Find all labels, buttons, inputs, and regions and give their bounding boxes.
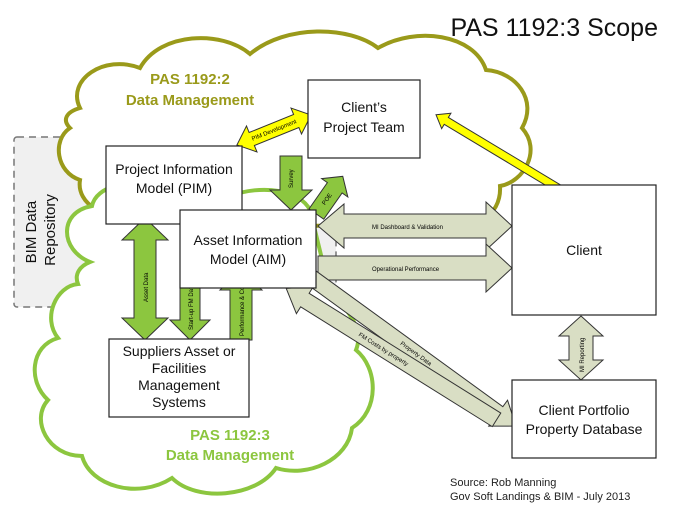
survey-arrow: Survey (268, 155, 314, 211)
pas-1192-2-subtitle: Data Management (126, 92, 254, 109)
pim-box-line1: Project Information (115, 161, 233, 177)
suppliers-line1: Suppliers Asset or (123, 343, 236, 359)
pim-box-line2: Model (PIM) (136, 180, 212, 196)
suppliers-line3: Management (138, 377, 220, 393)
poe-arrow: POE (308, 175, 349, 220)
aim-box-line2: Model (AIM) (210, 251, 286, 267)
repository-label: BIM Data Repository (23, 194, 59, 266)
aim-box-line1: Asset Information (194, 232, 303, 248)
diagram-title: PAS 1192:3 Scope (450, 14, 658, 42)
client-box-label: Client (566, 242, 602, 258)
client-team-line2: Project Team (323, 119, 404, 135)
suppliers-line4: Systems (152, 394, 206, 410)
portfolio-line1: Client Portfolio (538, 402, 629, 418)
survey-label: Survey (289, 169, 295, 188)
aim-box: Asset Information Model (AIM) (179, 209, 317, 289)
portfolio-box: Client Portfolio Property Database (511, 379, 657, 459)
startup-fm-data-arrow: Start-up FM Data (168, 283, 212, 341)
source-line1: Source: Rob Manning (450, 477, 556, 489)
performance-cost-data-label: Performance & Cost Data (240, 267, 246, 336)
client-team-box: Client’s Project Team (307, 79, 421, 159)
client-box: Client (511, 184, 657, 316)
pas-1192-2-title: PAS 1192:2 (150, 71, 230, 88)
mi-dashboard-label: MI Dashboard & Validation (372, 225, 443, 231)
pas-1192-3-subtitle: Data Management (166, 447, 294, 464)
asset-data-label: Asset Data (144, 272, 150, 302)
startup-fm-data-label: Start-up FM Data (189, 283, 195, 330)
suppliers-box: Suppliers Asset or Facilities Management… (108, 338, 250, 418)
suppliers-line2: Facilities (152, 360, 206, 376)
operational-performance-label: Operational Performance (372, 267, 440, 273)
mi-reporting-label: MI Reporting (580, 338, 586, 372)
mi-reporting-arrow: MI Reporting (557, 315, 605, 381)
operational-performance-arrow: Operational Performance (317, 242, 513, 294)
source-line2: Gov Soft Landings & BIM - July 2013 (450, 491, 630, 503)
pas-1192-3-title: PAS 1192:3 (190, 427, 270, 444)
portfolio-line2: Property Database (526, 421, 643, 437)
client-team-line1: Client’s (341, 99, 387, 115)
